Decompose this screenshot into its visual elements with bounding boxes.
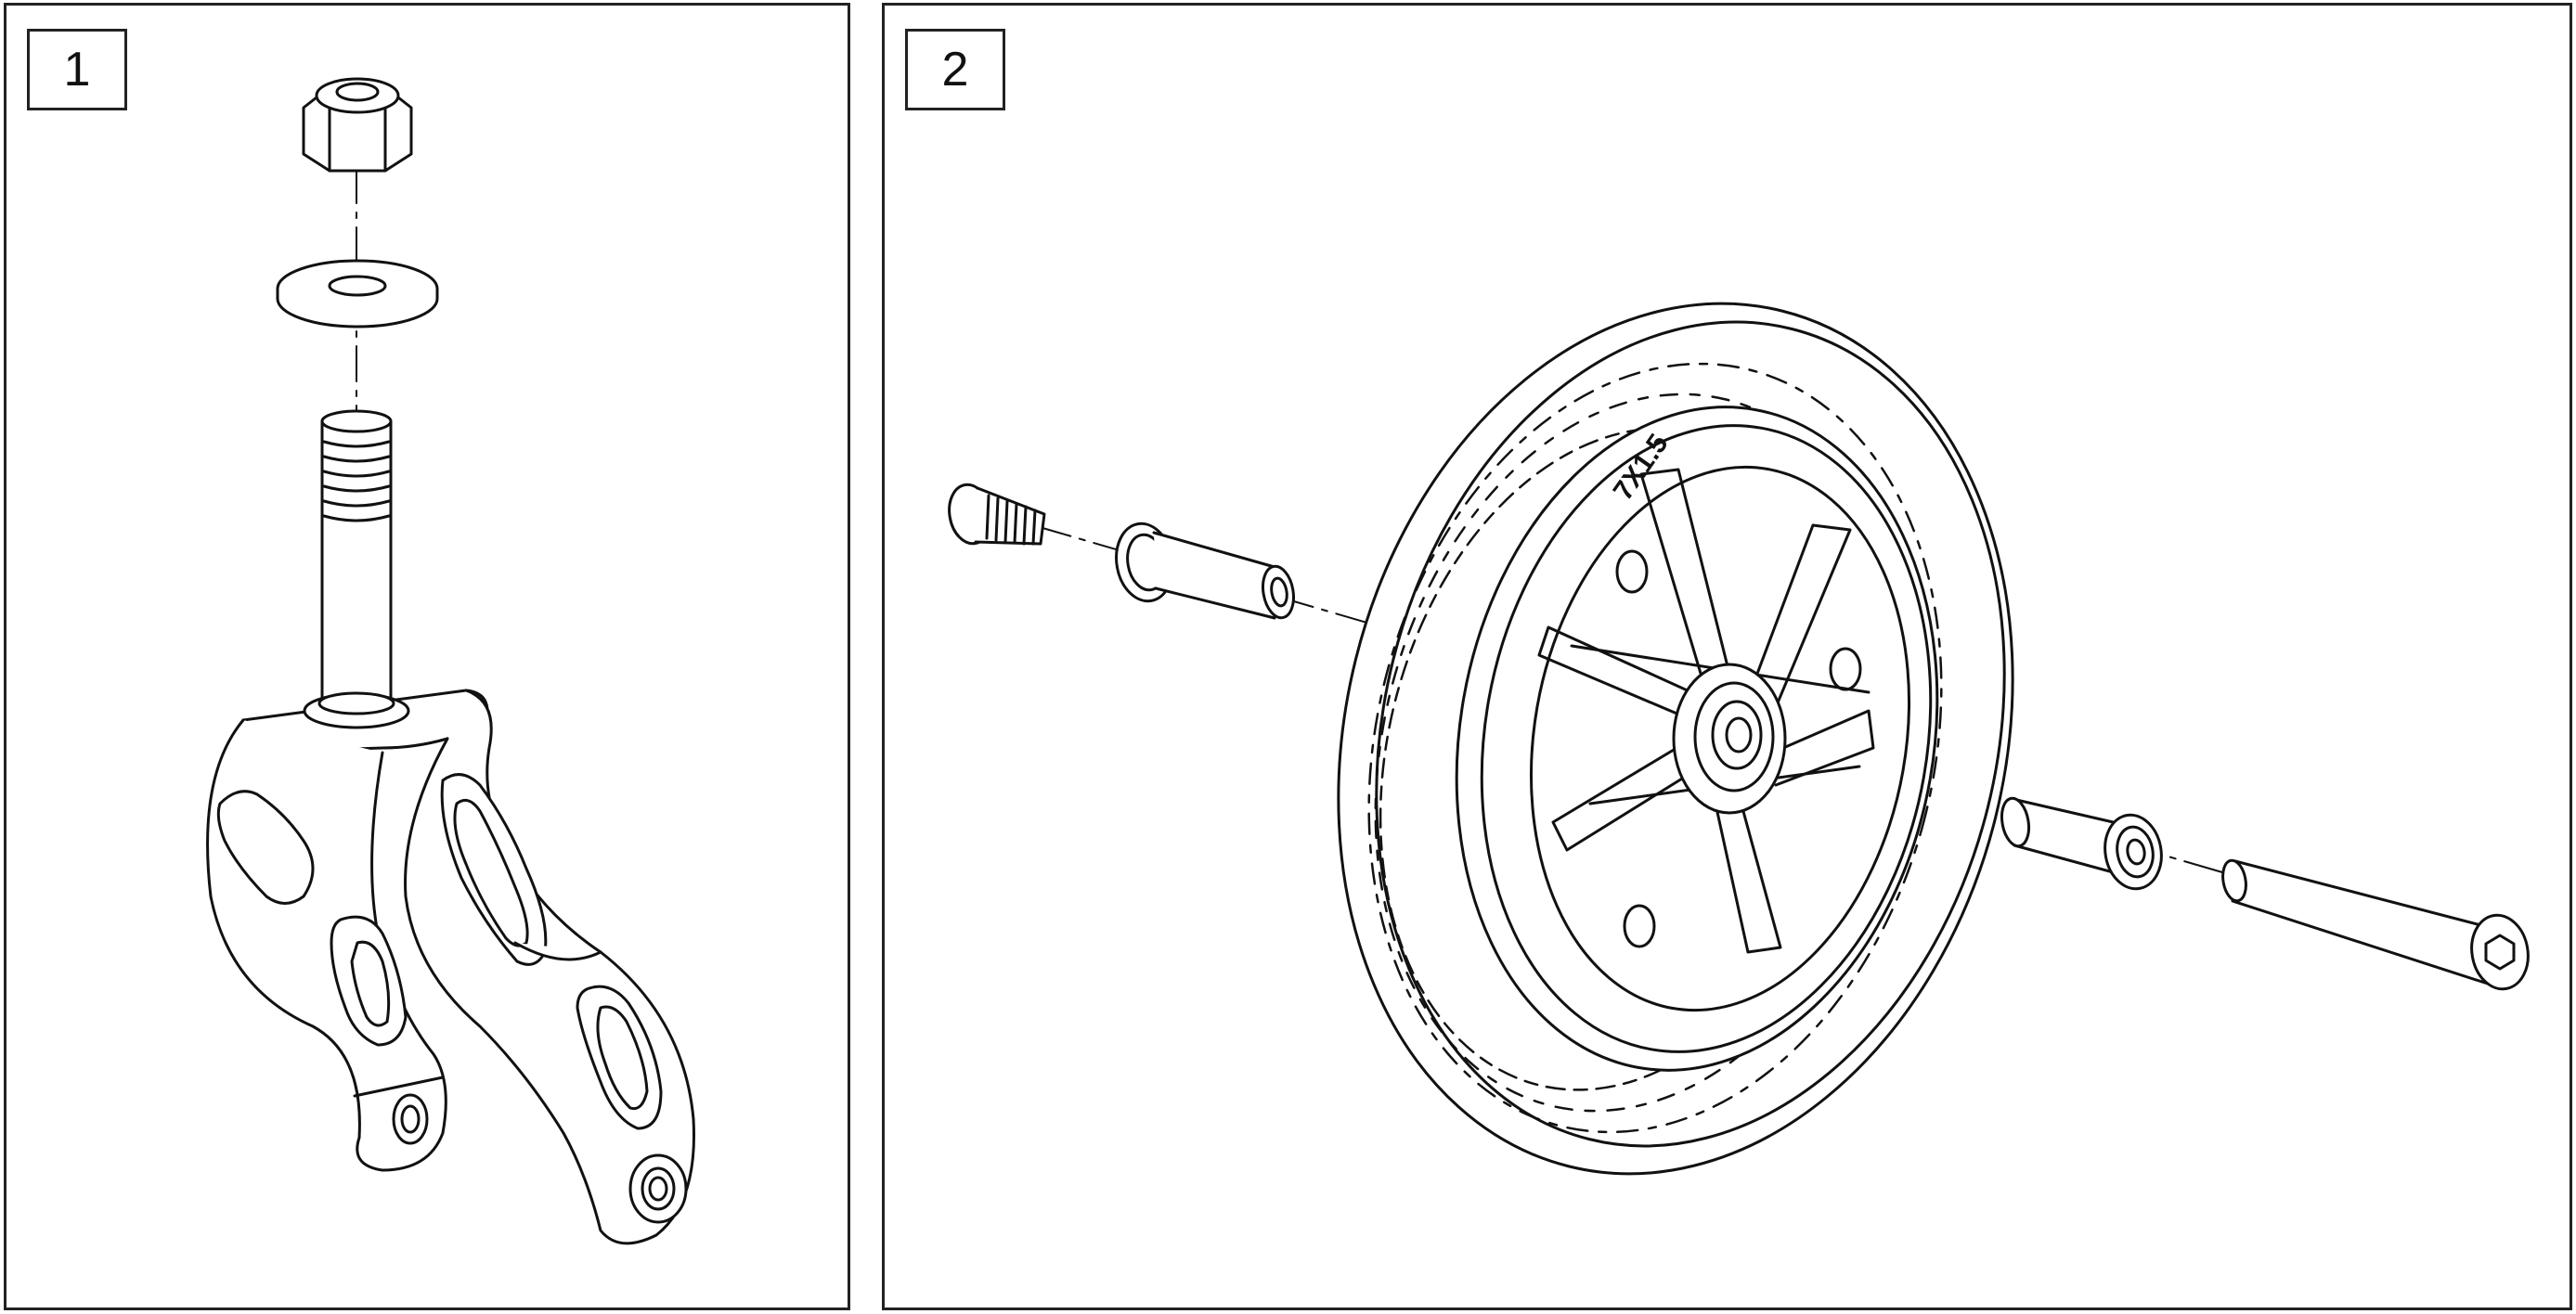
bolt bbox=[945, 482, 1044, 548]
axle-bolt bbox=[2220, 858, 2533, 993]
rim-hole bbox=[1617, 551, 1647, 592]
spacer-right bbox=[1999, 796, 2168, 894]
fork-exploded-view bbox=[6, 6, 848, 1308]
step-label-2: 2 bbox=[905, 29, 1005, 110]
hex-socket-icon bbox=[2486, 935, 2514, 969]
washer bbox=[278, 261, 437, 327]
caster-fork bbox=[208, 690, 694, 1243]
wheel-exploded-view: 7X1.5 bbox=[885, 6, 2570, 1308]
spacer-left bbox=[1110, 519, 1297, 620]
caster-wheel: 7X1.5 bbox=[1249, 231, 2103, 1246]
panel-fork-assembly: 1 bbox=[4, 3, 850, 1310]
wheel-hub bbox=[1674, 664, 1785, 813]
rim-hole bbox=[1625, 906, 1654, 947]
threaded-stem bbox=[322, 411, 391, 711]
rim-hole bbox=[1831, 649, 1860, 689]
lock-nut bbox=[304, 79, 411, 171]
step-label-1: 1 bbox=[27, 29, 127, 110]
panel-wheel-assembly: 2 bbox=[882, 3, 2572, 1310]
